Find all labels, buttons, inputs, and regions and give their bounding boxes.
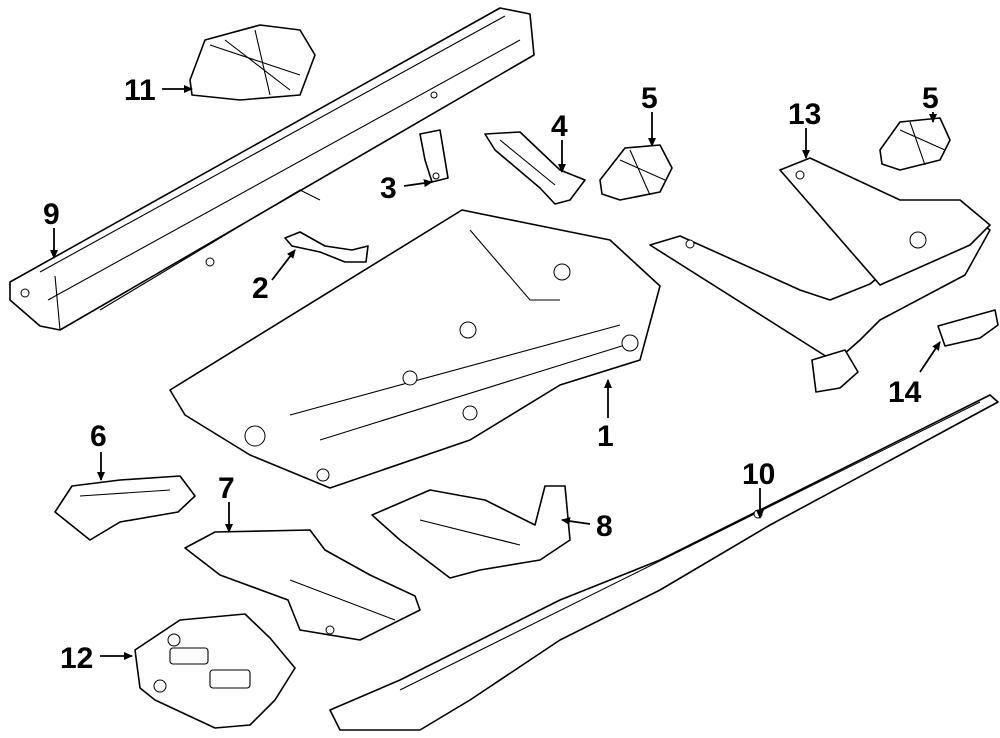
- callout-7: 7: [218, 472, 235, 505]
- callout-11: 11: [124, 74, 156, 107]
- part-5-mount-left[interactable]: [599, 144, 673, 201]
- callout-2: 2: [252, 272, 269, 305]
- callout-10: 10: [742, 458, 775, 491]
- part-11-mount[interactable]: [189, 24, 316, 101]
- part-4-bracket[interactable]: [484, 131, 586, 205]
- callout-5-center: 5: [641, 82, 658, 115]
- part-7-reinforcement[interactable]: [184, 529, 421, 641]
- crossmember-foot: [811, 349, 859, 393]
- callout-13: 13: [788, 98, 821, 131]
- part-2-bracket[interactable]: [284, 231, 369, 263]
- part-6-plate[interactable]: [54, 475, 196, 541]
- callout-5-right: 5: [922, 82, 939, 115]
- callout-4: 4: [551, 110, 568, 143]
- part-14-bracket[interactable]: [937, 309, 999, 347]
- callout-1: 1: [597, 420, 614, 453]
- part-8-reinforcement[interactable]: [371, 485, 571, 579]
- part-1-floor-pan[interactable]: [169, 209, 661, 489]
- part-12-shield[interactable]: [134, 613, 296, 729]
- part-9-side-rail[interactable]: [9, 7, 535, 331]
- part-13-crossmember[interactable]: [649, 157, 991, 363]
- leader-8: [561, 517, 591, 526]
- callout-12: 12: [60, 642, 93, 675]
- part-3-bracket[interactable]: [419, 129, 449, 183]
- callout-8: 8: [596, 510, 613, 543]
- callout-9: 9: [43, 198, 60, 231]
- callout-6: 6: [90, 420, 107, 453]
- callout-3: 3: [380, 172, 397, 205]
- callout-14: 14: [888, 376, 922, 409]
- part-5-mount-right[interactable]: [879, 117, 951, 171]
- leader-14: [919, 341, 941, 373]
- leader-2: [271, 249, 296, 281]
- leader-3: [403, 179, 433, 188]
